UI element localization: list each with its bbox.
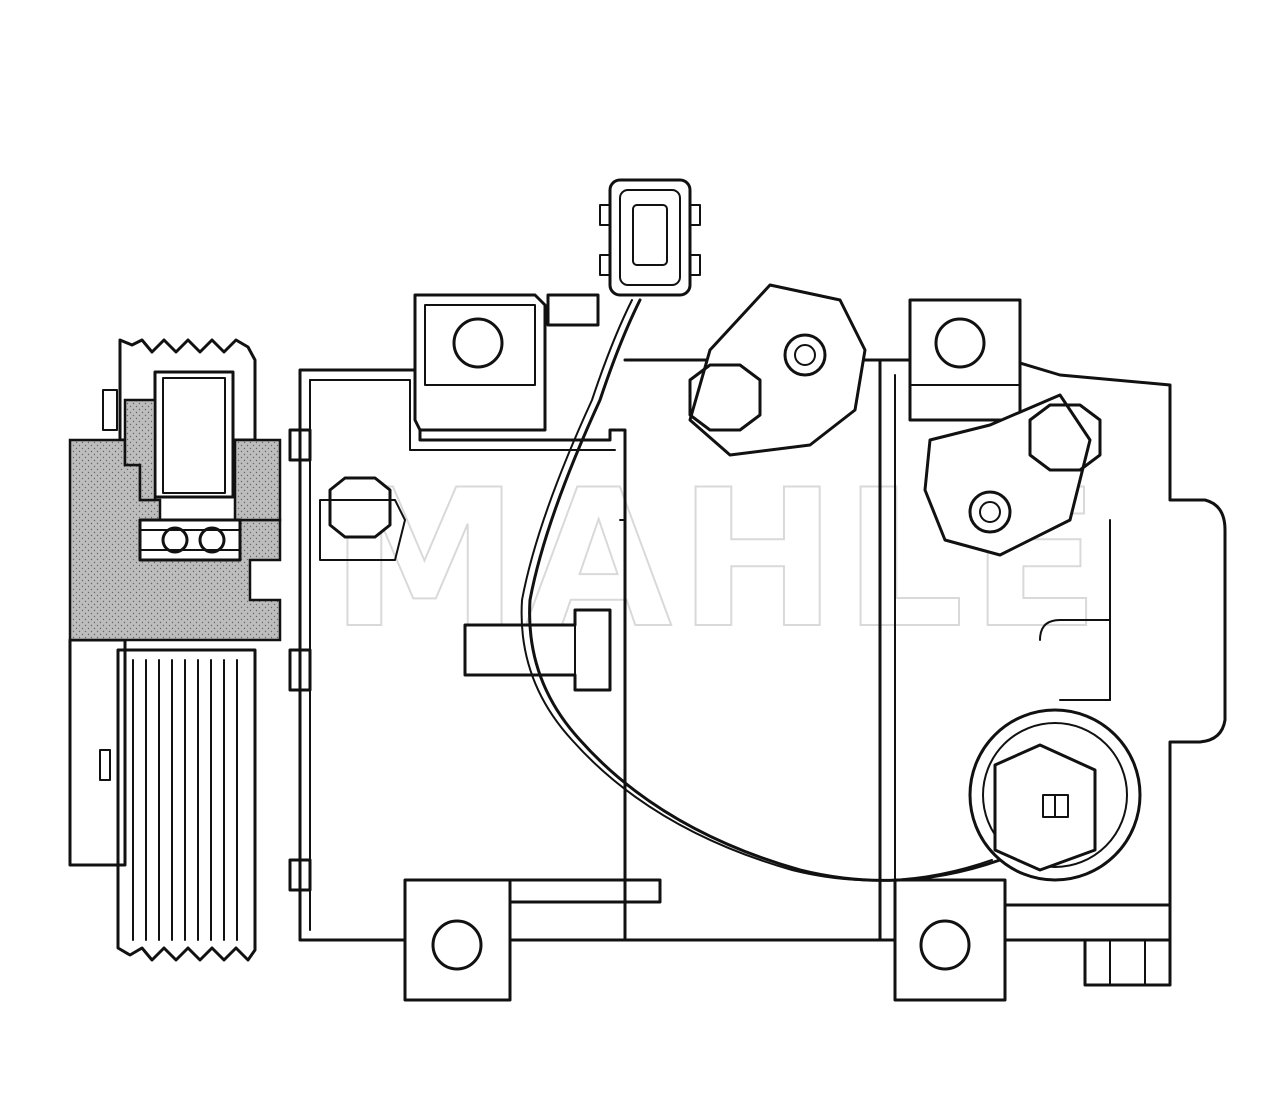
relief-valve: [1003, 903, 1172, 987]
suction-port: [688, 283, 867, 457]
electrical-connector-top: [546, 178, 701, 327]
sensor-wire: [528, 298, 1002, 882]
side-bolt: [319, 476, 406, 561]
discharge-port: [923, 393, 1102, 557]
pressure-sensor: [968, 708, 1142, 882]
sensor-wire-inner: [520, 299, 993, 882]
mounting-ears: [403, 293, 1022, 1002]
pulley-belt-grooves: [116, 648, 257, 962]
pulley-clutch-assembly: [68, 338, 282, 962]
